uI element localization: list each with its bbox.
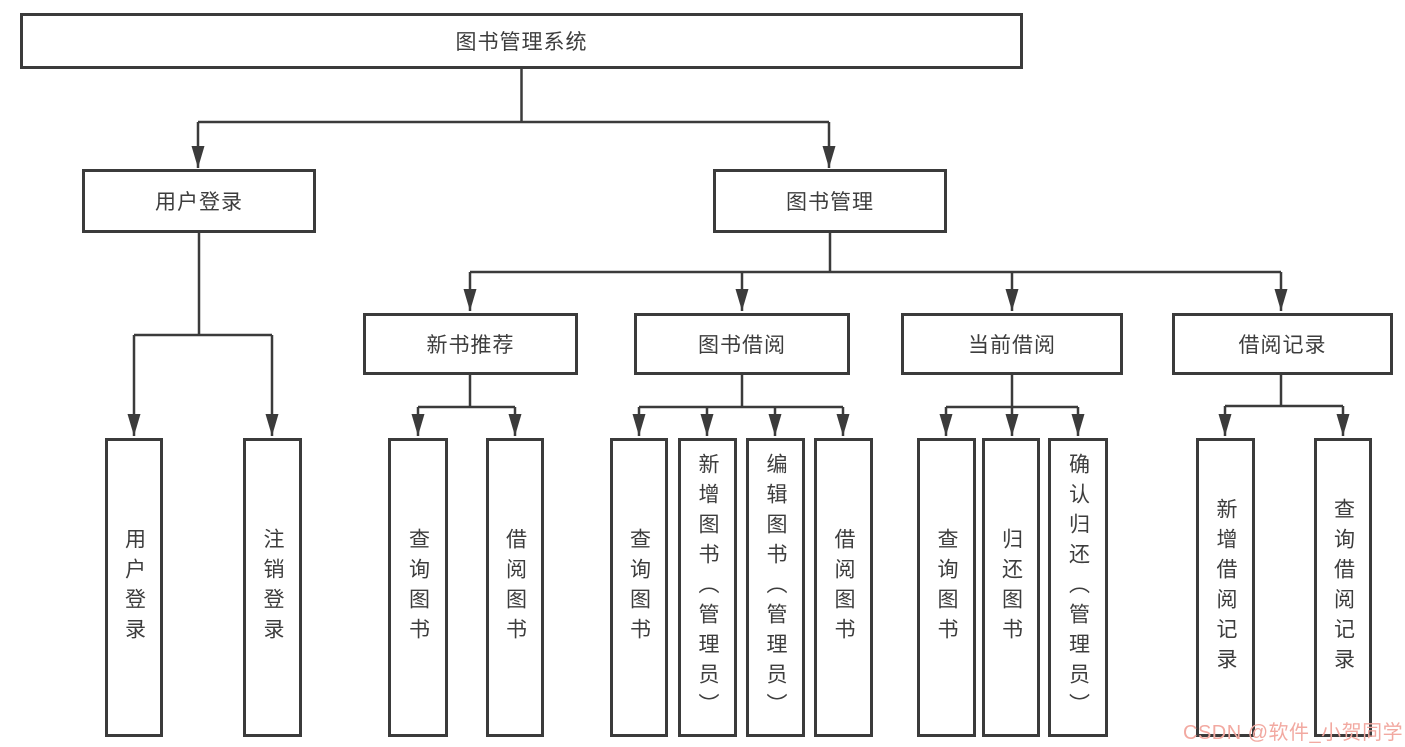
node-library-management-system: 图书管理系统 (20, 13, 1023, 69)
leaf-edit-books-admin: 编辑图书（管理员） (746, 438, 805, 737)
leaf-borrow-books: 借阅图书 (814, 438, 873, 737)
node-user-login: 用户登录 (82, 169, 316, 233)
csdn-watermark: CSDN @软件_小贺同学 (1183, 722, 1404, 744)
leaf-query-books-current: 查询图书 (917, 438, 976, 737)
leaf-add-books-admin: 新增图书（管理员） (678, 438, 737, 737)
leaf-logout: 注销登录 (243, 438, 302, 737)
leaf-query-books-recommend: 查询图书 (388, 438, 448, 737)
leaf-add-borrow-record: 新增借阅记录 (1196, 438, 1255, 737)
leaf-query-borrow-record: 查询借阅记录 (1314, 438, 1372, 737)
node-new-book-recommend: 新书推荐 (363, 313, 578, 375)
node-current-borrowing: 当前借阅 (901, 313, 1123, 375)
leaf-return-books: 归还图书 (982, 438, 1040, 737)
leaf-query-books-borrowing: 查询图书 (610, 438, 668, 737)
node-borrowing-records: 借阅记录 (1172, 313, 1393, 375)
node-book-management: 图书管理 (713, 169, 947, 233)
leaf-user-login: 用户登录 (105, 438, 163, 737)
leaf-borrow-books-recommend: 借阅图书 (486, 438, 544, 737)
node-book-borrowing: 图书借阅 (634, 313, 850, 375)
leaf-confirm-return-admin: 确认归还（管理员） (1048, 438, 1108, 737)
